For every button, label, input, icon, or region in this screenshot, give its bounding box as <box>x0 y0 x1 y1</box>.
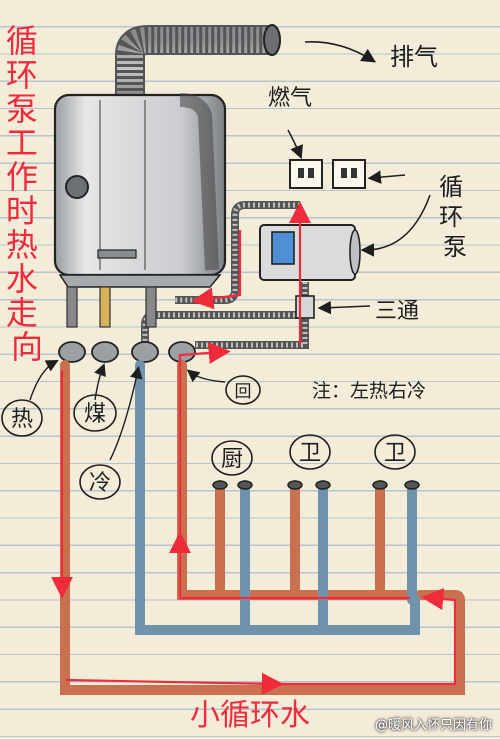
label-gas-pipe: 煤 <box>73 394 117 432</box>
label-kitchen-text: 厨 <box>221 447 243 472</box>
label-exhaust: 排气 <box>390 43 438 71</box>
fixture-outlets <box>212 480 420 490</box>
watermark: @暖风入怀只因有你 <box>374 718 492 733</box>
label-hot: 热 <box>1 399 43 437</box>
vertical-title-text: 循 环 泵 工 作 时 热 水 走 向 <box>6 22 48 366</box>
vertical-title: 循 环 泵 工 作 时 热 水 走 向 <box>6 22 48 366</box>
label-gas-pipe-text: 煤 <box>84 402 106 427</box>
gas-sockets <box>287 129 366 189</box>
label-cold: 冷 <box>79 464 121 500</box>
hot-water-pipes <box>60 360 465 695</box>
circulation-pump <box>259 170 431 281</box>
tee-fitting <box>141 282 371 349</box>
label-gas: 燃气 <box>268 86 312 111</box>
label-return: 回 <box>225 375 261 405</box>
label-tee: 三通 <box>375 299 419 324</box>
cold-water-pipes <box>135 360 420 635</box>
label-cold-text: 冷 <box>89 471 111 496</box>
pump-supply-pipe <box>175 201 300 304</box>
label-return-text: 回 <box>235 382 252 402</box>
heater-connectors <box>58 286 196 363</box>
label-hot-text: 热 <box>11 407 33 432</box>
label-bath-2-text: 卫 <box>384 441 406 466</box>
label-pump: 循 环 泵 <box>439 173 471 261</box>
label-pointers <box>29 360 226 461</box>
label-bath-2: 卫 <box>374 434 416 470</box>
exhaust-duct <box>115 24 377 100</box>
label-bath-1-text: 卫 <box>299 441 321 466</box>
heater-display-knob <box>65 175 89 199</box>
label-bath-1: 卫 <box>289 434 331 470</box>
label-note: 注：左热右冷 <box>312 380 426 402</box>
water-heater <box>53 93 227 288</box>
footer-title: 小循环水 <box>190 698 310 733</box>
flow-path <box>51 201 457 695</box>
label-kitchen: 厨 <box>211 440 253 476</box>
